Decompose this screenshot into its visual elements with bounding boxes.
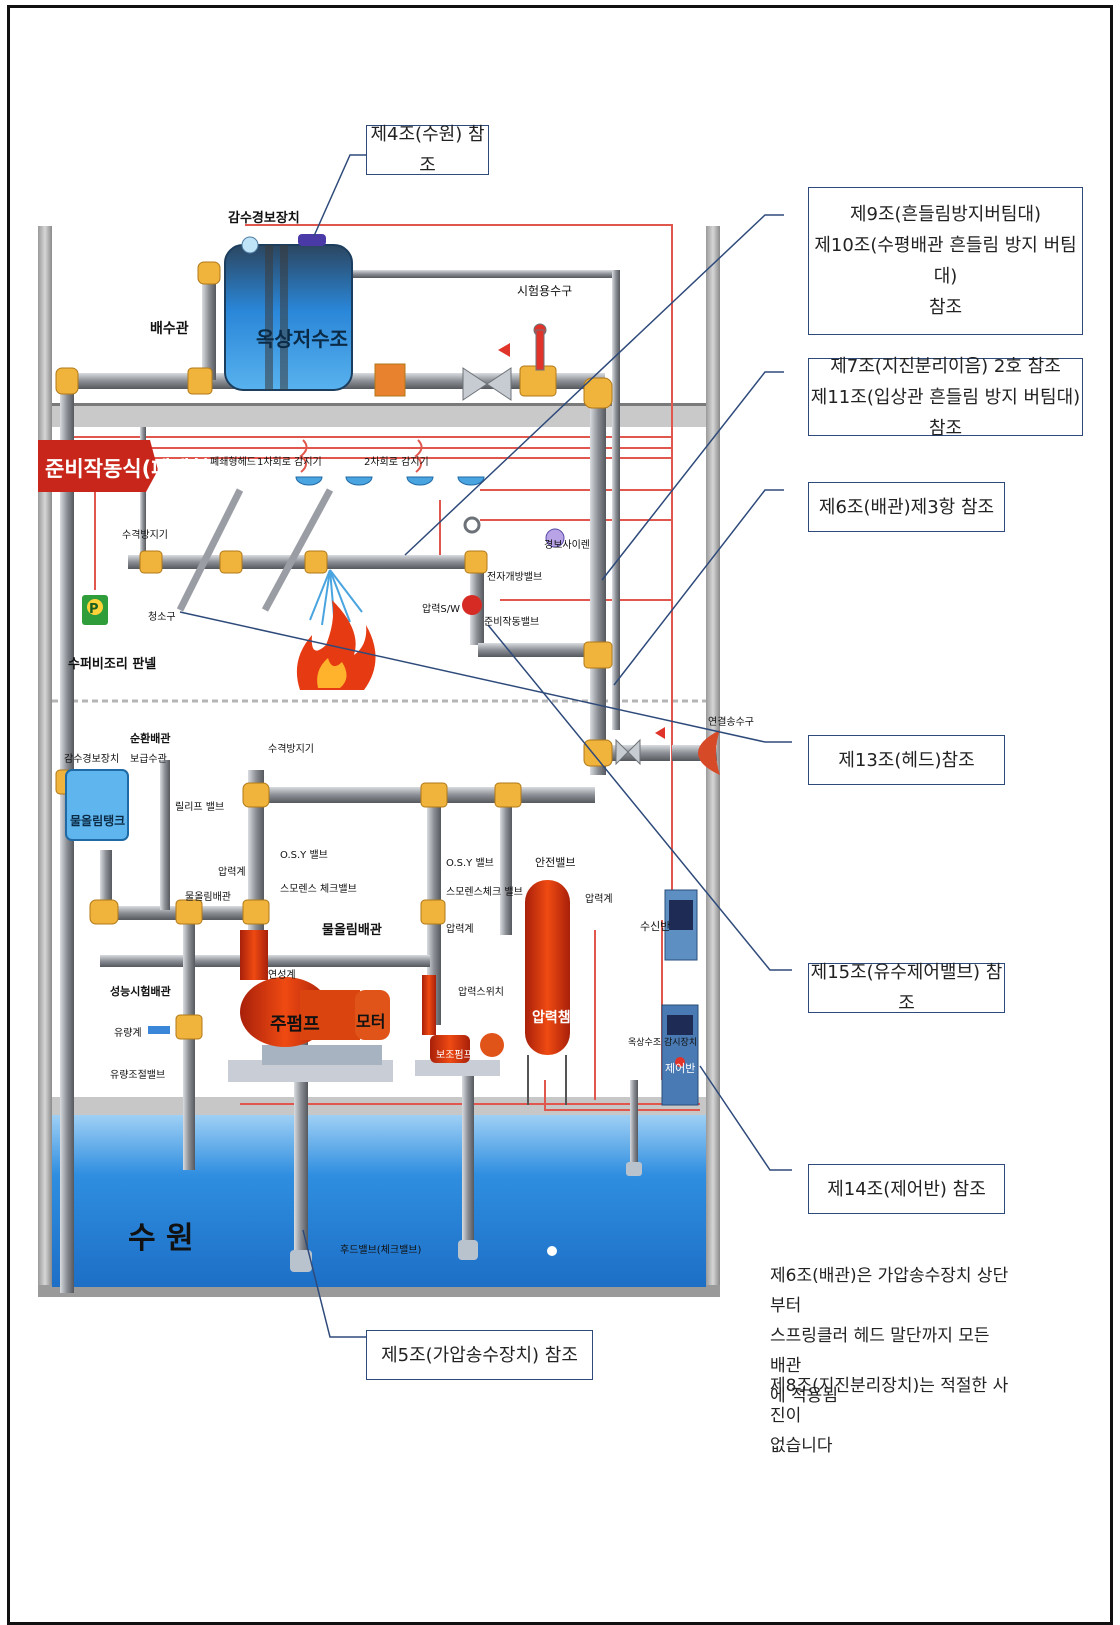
callout-article-13-text: 제13조(헤드)참조 xyxy=(838,749,975,771)
label-flow-meter: 유량계 xyxy=(114,1027,142,1039)
callout-article-9-line1: 제9조(흔들림방지버팀대) xyxy=(849,204,1042,225)
pressure-chamber xyxy=(525,880,570,1105)
label-flow-valve: 유량조절밸브 xyxy=(110,1068,165,1081)
note-piping-line1: 제6조(배관)은 가압송수장치 상단부터 xyxy=(770,1266,1009,1316)
label-roof-tank: 옥상저수조 xyxy=(256,327,348,351)
label-main-pump: 주펌프 xyxy=(270,1014,320,1035)
control-panel xyxy=(661,1004,699,1106)
label-pressure-gauge-1: 압력계 xyxy=(218,865,246,878)
label-control-panel: 제어반 xyxy=(665,1062,695,1075)
label-fill-pipe-2: 물올림배관 xyxy=(322,922,382,938)
callout-article-7-11: 제7조(지진분리이음) 2호 참조 제11조(입상관 흔들림 방지 버팀대)참조 xyxy=(808,356,1083,439)
label-outlet: 청소구 xyxy=(148,611,176,623)
note-piping-line3: 에 적용됨 xyxy=(770,1386,838,1406)
label-compound-gauge: 연성계 xyxy=(268,969,296,981)
label-motor: 모터 xyxy=(356,1012,385,1031)
label-water-hammer-1: 수격방지기 xyxy=(122,528,168,541)
callout-article-5: 제5조(가압송수장치) 참조 xyxy=(366,1330,593,1380)
label-check-1: 스모렌스 체크밸브 xyxy=(280,883,357,895)
label-supervisory-panel: 수퍼비조리 판넬 xyxy=(68,656,156,672)
callout-article-4-text: 제4조(수원) 참조 xyxy=(370,124,485,176)
note-seismic-separation: 제8조(지진분리장치)는 적절한 사진이 없습니다 xyxy=(770,1371,1010,1461)
sprinkler-heads xyxy=(295,476,485,486)
label-fill-pipe-1: 물올림배관 xyxy=(185,891,231,903)
diagonal-braces xyxy=(176,488,334,612)
preaction-valve xyxy=(462,516,565,615)
label-detector-1: 1차회로 감지기 xyxy=(257,456,322,468)
banner-text: 준비작동식(폐쇄형) xyxy=(45,457,219,481)
main-pump xyxy=(228,930,393,1082)
label-safety-valve: 안전밸브 xyxy=(535,856,575,869)
water-reservoir xyxy=(52,1115,706,1287)
label-water-hammer-2: 수격방지기 xyxy=(268,742,314,755)
callout-article-9-10: 제9조(흔들림방지버팀대) 제10조(수평배관 흔들림 방지 버팀대) 참조 xyxy=(808,187,1083,335)
callout-article-13: 제13조(헤드)참조 xyxy=(808,735,1005,785)
label-pressure-switch: 압력S/W xyxy=(422,602,460,615)
label-check-2: 스모렌스체크 밸브 xyxy=(446,886,523,898)
leader-lines xyxy=(179,154,792,1338)
label-osy-1: O.S.Y 밸브 xyxy=(280,849,328,861)
receiver-panel xyxy=(664,889,698,961)
label-pressure-switch-2: 압력스위치 xyxy=(458,985,504,998)
label-closed-head: 폐쇄형헤드 xyxy=(210,456,256,468)
label-fire-dept: 연결송수구 xyxy=(708,716,754,728)
label-test-valve: 시험용수구 xyxy=(517,284,572,298)
label-low-alarm-2: 감수경보장치 xyxy=(64,752,119,765)
label-pressure-tank: 압력챔버 xyxy=(532,1009,584,1026)
priming-tank xyxy=(65,769,129,841)
jockey-pump xyxy=(415,975,504,1076)
fire-dept-connection xyxy=(615,727,720,775)
label-low-level-alarm: 감수경보장치 xyxy=(228,210,300,226)
label-perf-test: 성능시험배관 xyxy=(110,984,171,998)
foot-valves xyxy=(290,1162,642,1272)
callout-article-6-text: 제6조(배관)제3항 참조 xyxy=(818,496,995,518)
callout-article-9-line3: 참조 xyxy=(928,297,963,318)
label-relief-valve: 릴리프 밸브 xyxy=(175,800,224,813)
label-gauge-2: 압력계 xyxy=(446,922,474,935)
diagram-labels: 감수경보장치 옥상저수조 배수관 시험용수구 폐쇄형헤드 1차회로 감지기 2차… xyxy=(64,210,754,1256)
label-receiver: 수신반 xyxy=(640,920,670,933)
label-solenoid: 전자개방밸브 xyxy=(487,571,542,583)
label-osy-2: O.S.Y 밸브 xyxy=(446,857,494,869)
callout-article-15: 제15조(유수제어밸브) 참조 xyxy=(808,962,1005,1014)
fittings xyxy=(55,261,613,1040)
roof-tank xyxy=(224,234,353,391)
label-alarm-siren: 경보사이렌 xyxy=(544,538,590,551)
system-banner: 준비작동식(폐쇄형) xyxy=(38,440,219,492)
note-seismic-line1: 제8조(지진분리장치)는 적절한 사진이 xyxy=(770,1376,1009,1426)
label-jockey-pump: 보조펌프 xyxy=(436,1049,473,1061)
flow-meter xyxy=(148,1026,170,1034)
fire xyxy=(296,600,376,690)
detectors xyxy=(299,439,423,473)
label-supply-pipe: 보급수관 xyxy=(130,753,167,765)
label-preaction-valve: 준비작동밸브 xyxy=(484,616,539,628)
label-alarm-line: 옥상수조 감시장치 xyxy=(628,1036,697,1048)
note-piping-line2: 스프링클러 헤드 말단까지 모든 배관 xyxy=(770,1326,990,1376)
callout-article-6: 제6조(배관)제3항 참조 xyxy=(808,482,1005,532)
label-priming-tank: 물올림탱크 xyxy=(70,814,125,828)
callout-article-15-text: 제15조(유수제어밸브) 참조 xyxy=(810,962,1003,1014)
note-piping-scope: 제6조(배관)은 가압송수장치 상단부터 스프링클러 헤드 말단까지 모든 배관… xyxy=(770,1261,1010,1411)
callout-article-7-line1: 제7조(지진분리이음) 2호 참조 xyxy=(830,355,1061,377)
callout-article-14-text: 제14조(제어반) 참조 xyxy=(827,1178,986,1200)
callout-article-9-line2: 제10조(수평배관 흔들림 방지 버팀대) xyxy=(814,235,1077,287)
supervisory-panel: P xyxy=(82,595,108,625)
callout-article-7-line2: 제11조(입상관 흔들림 방지 버팀대)참조 xyxy=(810,386,1081,439)
label-gauge-3: 압력계 xyxy=(585,892,613,905)
p-label: P xyxy=(89,602,99,617)
roof-valves xyxy=(462,323,547,401)
label-foot-valve: 후드밸브(체크밸브) xyxy=(340,1244,422,1256)
label-drain-pipe: 배수관 xyxy=(150,320,189,337)
label-water-source: 수 원 xyxy=(128,1221,194,1256)
label-return-pipe: 순환배관 xyxy=(130,731,170,745)
callout-article-4: 제4조(수원) 참조 xyxy=(366,124,489,176)
callout-article-14: 제14조(제어반) 참조 xyxy=(808,1164,1005,1214)
label-detector-2: 2차회로 감지기 xyxy=(364,456,429,468)
callout-article-5-text: 제5조(가압송수장치) 참조 xyxy=(381,1344,578,1366)
note-seismic-line2: 없습니다 xyxy=(770,1436,833,1456)
